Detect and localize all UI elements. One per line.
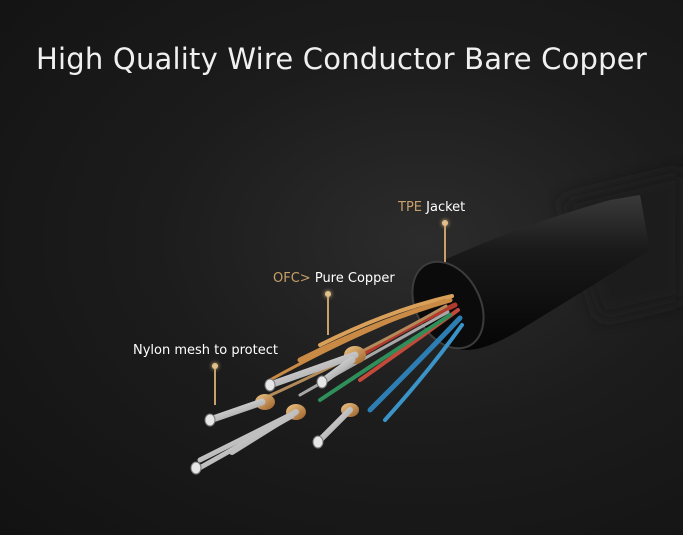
callout-jacket-stem xyxy=(444,226,446,262)
callout-jacket-prefix: TPE xyxy=(398,200,422,215)
callout-nylon-stem xyxy=(214,369,216,405)
headline: High Quality Wire Conductor Bare Copper xyxy=(36,42,647,76)
callout-nylon-dot xyxy=(212,363,218,369)
jacket xyxy=(440,195,650,350)
callout-copper-label: Pure Copper xyxy=(314,271,395,286)
callout-jacket-label: Jacket xyxy=(426,200,466,215)
callout-copper-dot xyxy=(325,291,331,297)
callout-jacket-dot xyxy=(442,220,448,226)
silver-conductors xyxy=(193,351,359,473)
callout-nylon: Nylon mesh to protect xyxy=(133,343,278,405)
callout-jacket: TPE Jacket xyxy=(398,200,466,262)
callout-copper-stem xyxy=(327,297,329,335)
callout-copper: OFC> Pure Copper xyxy=(273,271,395,335)
callout-nylon-label: Nylon mesh to protect xyxy=(133,343,278,358)
callout-copper-prefix: OFC> xyxy=(273,271,311,286)
conductor-tips xyxy=(190,375,328,475)
